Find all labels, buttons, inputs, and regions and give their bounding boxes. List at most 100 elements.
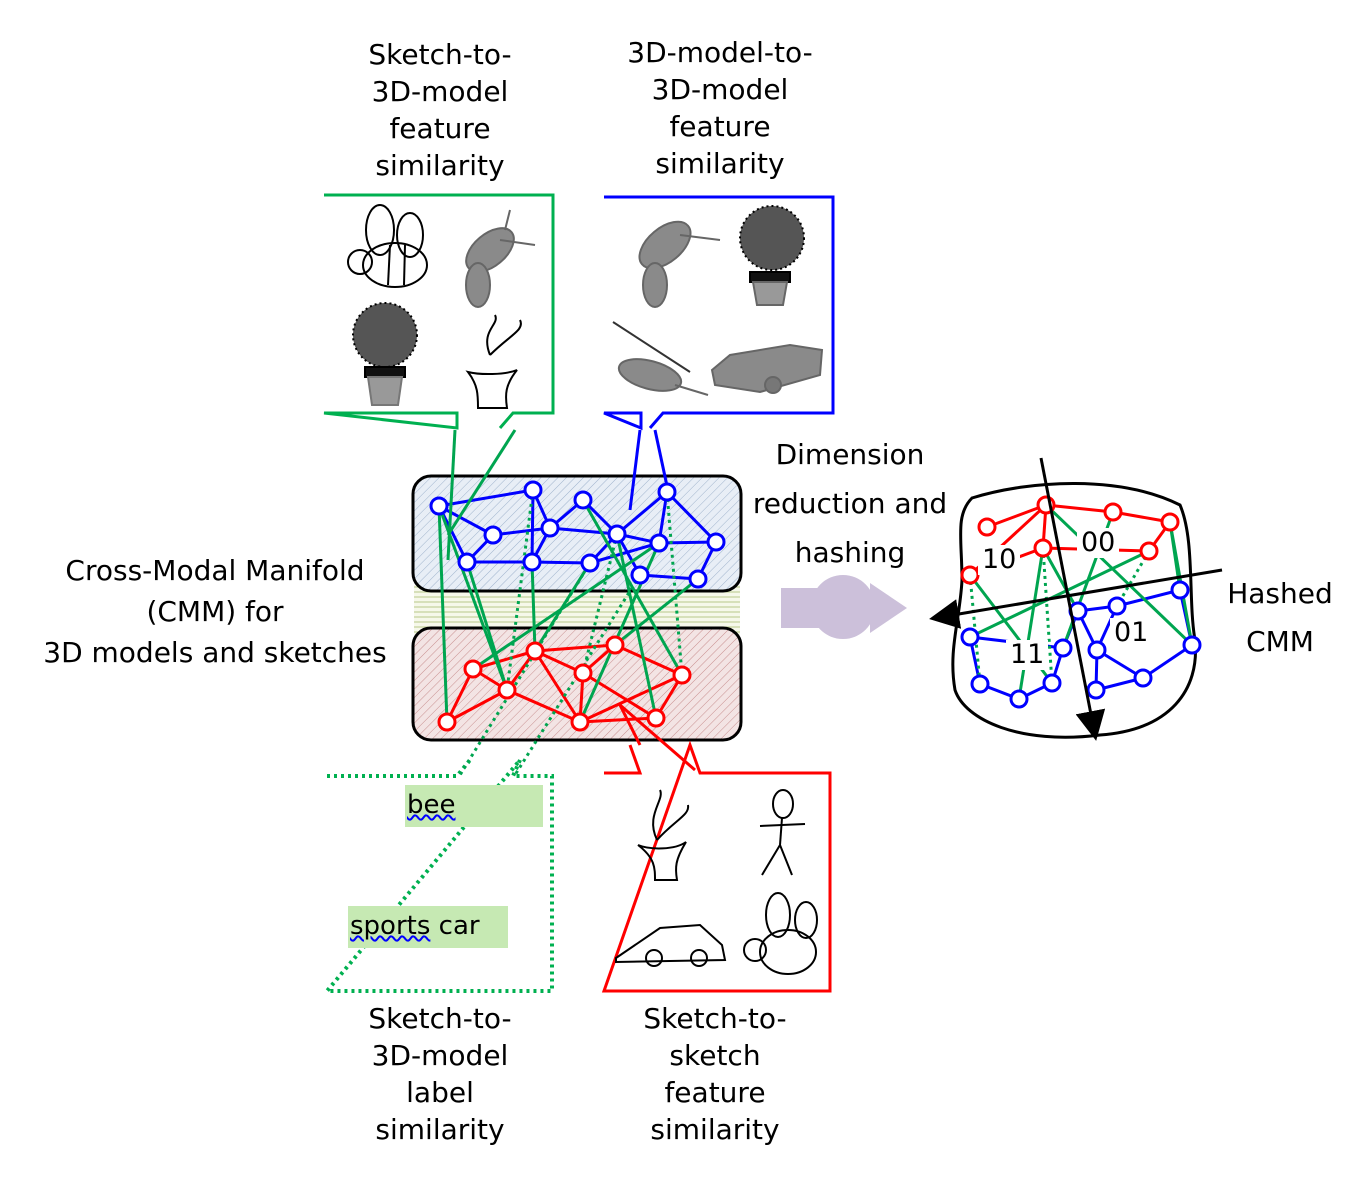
potted-plant-sketch-icon [465,314,522,409]
callout-link [619,703,696,772]
model-node [630,565,650,585]
sketch-edge [579,673,683,724]
cross-modal-link [437,505,449,723]
callout-label-similarity [322,758,554,993]
label-link [581,533,619,674]
model-node [607,524,627,544]
sketch-node [646,708,666,728]
hashed-sketch-node [977,517,997,537]
hashed-model-node [1133,668,1153,688]
sketch-node [497,680,517,700]
callout-link [446,429,457,561]
sketch-node [570,712,590,732]
model-edge [549,526,618,536]
callout-link [628,429,642,511]
hashed-sketch-edge [1112,510,1171,524]
label-tag-sports-car: sports car [348,906,508,948]
model-node [657,482,677,502]
sketch-edge [533,650,582,723]
model-node [540,518,560,538]
sketch-edge [445,668,475,723]
hashed-model-edge [1142,643,1193,680]
model-node [523,480,543,500]
label-link [513,574,642,776]
label-tag-bee: bee [405,785,543,827]
hashed-model-node [1182,635,1202,655]
sketch-node [672,665,692,685]
hash-code-01: 01 [1110,618,1153,648]
sports-car-model-icon [710,343,824,394]
label-link [665,491,684,676]
callout-link [446,429,517,536]
model-edge [438,488,534,508]
model-node [522,552,542,572]
label-model-to-model-feature: 3D-model-to- 3D-model feature similarity [627,36,813,180]
potted-plant-model-icon [352,302,418,406]
model-node [580,553,600,573]
sketch-edge [472,649,536,671]
model-edge [589,541,660,565]
potted-plant-model-icon-2 [739,205,805,306]
model-edge [616,490,668,536]
hashed-model-node [1087,640,1107,660]
label-dimension-reduction: Dimension reduction and hashing [752,438,948,569]
sketch-edge [582,671,657,720]
cross-modal-link [472,541,660,671]
bee-sketch-icon [347,204,428,288]
label-sketch-to-sketch-feature: Sketch-to- sketch feature similarity [643,1002,787,1146]
hashed-model-node [1009,689,1029,709]
sketch-edge [446,688,508,724]
hashed-sketch-node [1033,538,1053,558]
model-node [429,496,449,516]
sketch-node [463,659,483,679]
sketch-node [605,635,625,655]
panel-model-to-model-images [612,205,824,396]
hashed-model-node [1042,673,1062,693]
hashed-model-node [970,674,990,694]
label-tag-bee-underlined: bee [407,790,456,820]
hash-axes [929,457,1223,741]
callout-model-to-model [603,195,835,431]
wasp-model-icon [465,209,536,308]
hash-code-00: 00 [1077,528,1120,558]
hashed-sketch-node [1160,512,1180,532]
label-cmm-title: Cross-Modal Manifold (CMM) for 3D models… [43,554,387,669]
cross-modal-link [530,561,537,652]
potted-plant-sketch-icon-2 [637,789,690,881]
stick-figure-sketch-icon [759,789,806,876]
model-edge [531,560,591,565]
model-node [706,532,726,552]
bee-sketch-icon-2 [743,892,818,975]
hash-code-10: 10 [978,545,1021,575]
callout-link [618,704,642,746]
hashed-sketch-node [1139,541,1159,561]
helicopter-model-icon [612,321,709,396]
wasp-model-icon-2 [638,220,721,308]
sketch-edge [579,716,657,724]
car-sketch-icon [615,923,727,967]
cross-modal-link [465,561,509,691]
model-edge [639,573,699,581]
hashed-sketch-node [1103,502,1123,522]
hashed-model-edge [1116,588,1181,608]
model-edge [530,489,535,563]
label-sketch-to-model-label: Sketch-to- 3D-model label similarity [368,1002,512,1146]
hashed-model-node [1086,680,1106,700]
hashed-cross-link [969,549,1150,639]
hashed-model-node [1107,596,1127,616]
sketch-node [573,663,593,683]
model-edge [658,540,717,545]
hashed-sketch-node [960,565,980,585]
label-tag-car-rest: car [430,911,480,941]
hashed-label-link [1041,547,1054,684]
model-edge [492,526,551,537]
model-edge [438,504,494,537]
hash-axis-horizontal [929,568,1223,629]
hashed-label-link [968,574,982,685]
cross-modal-link [614,577,699,647]
hashed-model-node [960,627,980,647]
sketch-node [437,712,457,732]
hashed-sketch-edge [986,503,1047,529]
model-node [688,569,708,589]
